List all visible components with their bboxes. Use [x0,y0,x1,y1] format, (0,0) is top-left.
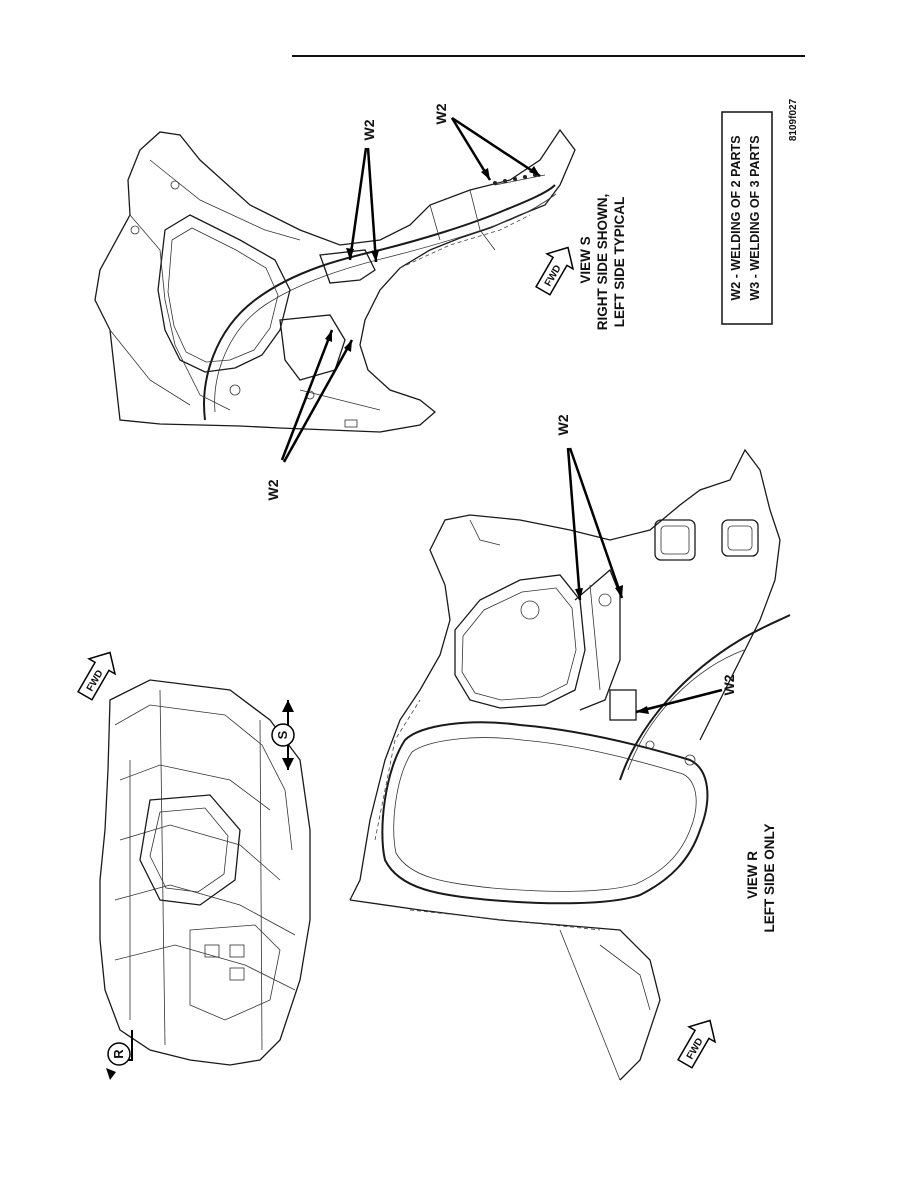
view-r-w2-right: W2 [721,674,737,695]
view-s-title: VIEW S [578,236,593,283]
view-s-line2: LEFT SIDE TYPICAL [612,197,627,328]
view-r-title: VIEW R [745,851,760,899]
view-s-marker-label: S [275,730,290,739]
view-r-w2-top: W2 [555,414,571,435]
view-s-w2-right: W2 [433,103,449,124]
weld-legend: W2 - WELDING OF 2 PARTS W3 - WELDING OF … [721,111,773,325]
legend-w2: W2 - WELDING OF 2 PARTS [729,135,743,300]
view-r-fwd-arrow: FWD [677,1019,717,1069]
view-s-w2-bottom: W2 [265,479,281,500]
overview-fwd-arrow: FWD [77,651,117,701]
legend-w3: W3 - WELDING OF 3 PARTS [748,135,762,300]
view-r-caption: VIEW R LEFT SIDE ONLY [745,823,777,932]
view-s-marker: S [271,700,295,770]
view-s-fwd-arrow: FWD [535,246,575,296]
view-r-marker-label: R [111,1049,126,1059]
view-s-line1: RIGHT SIDE SHOWN, [595,194,610,331]
view-s-caption: VIEW S RIGHT SIDE SHOWN, LEFT SIDE TYPIC… [578,194,627,331]
view-s-weld-callouts: W2 W2 W2 [265,103,541,501]
view-r-drawing [349,448,791,1081]
view-r-line1: LEFT SIDE ONLY [762,823,777,932]
view-r-marker: R [106,1030,133,1080]
view-s-w2-top: W2 [361,119,377,140]
figure-id: 8109f027 [788,98,799,141]
view-r-weld-callouts: W2 W2 [555,414,737,714]
body-overview-drawing [99,679,311,1066]
view-s-drawing [94,128,576,433]
